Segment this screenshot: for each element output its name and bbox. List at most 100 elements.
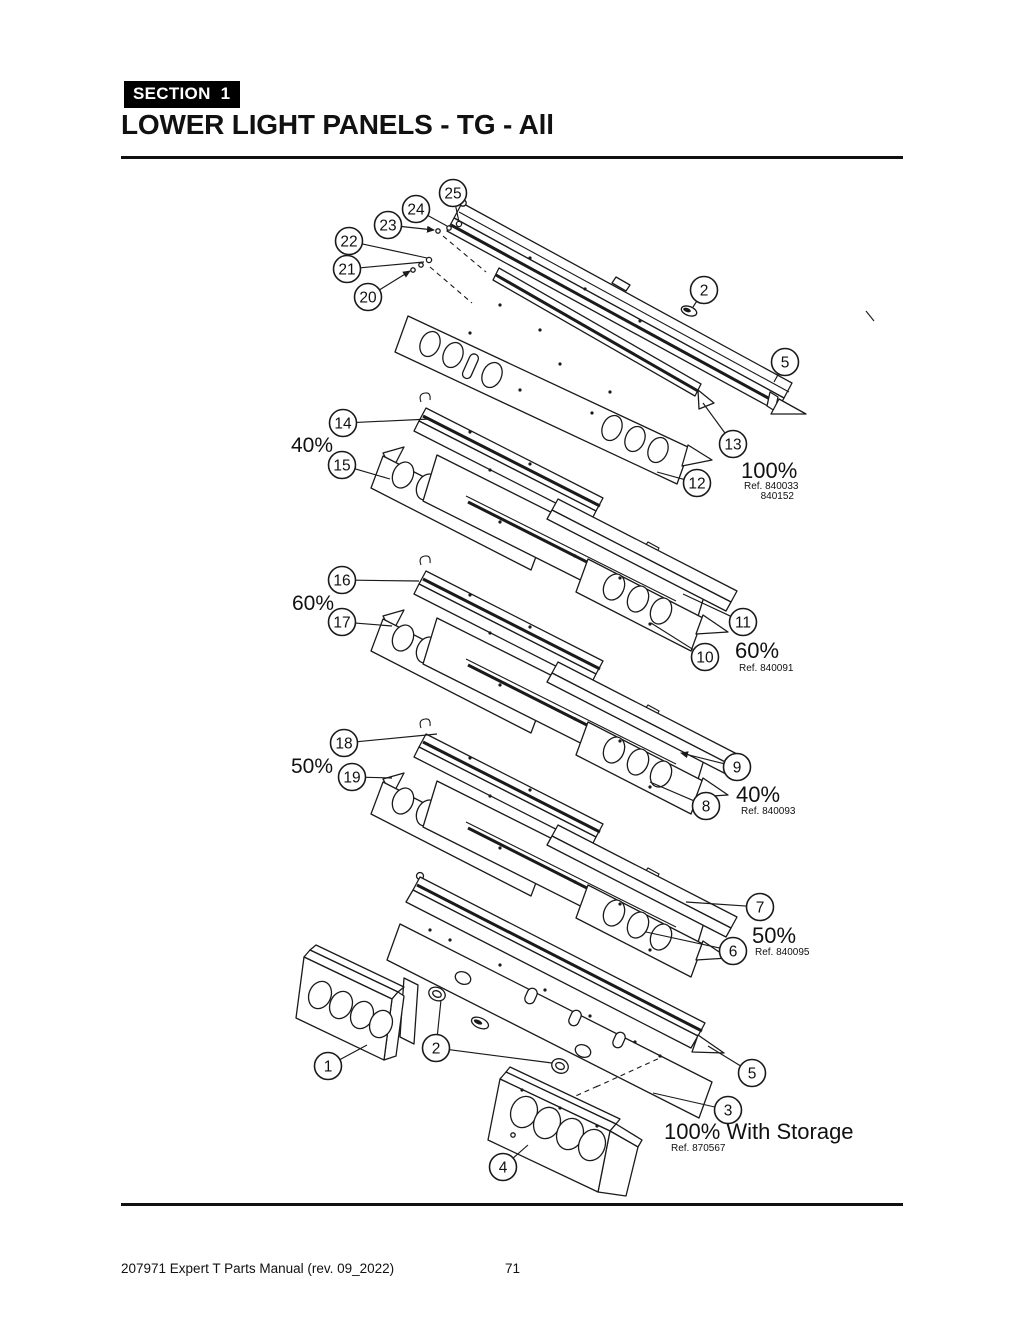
- diagram-label: 40%: [736, 782, 780, 807]
- callout-leader-line: [354, 468, 391, 480]
- callout-number: 4: [499, 1160, 508, 1177]
- callout-leader-line: [339, 1044, 368, 1061]
- callout-25: 25: [438, 178, 468, 223]
- callout-11: 11: [682, 593, 758, 637]
- diagram-label: 50%: [752, 923, 796, 948]
- callout-number: 10: [696, 650, 714, 667]
- footer-manual-info: 207971 Expert T Parts Manual (rev. 09_20…: [121, 1261, 395, 1276]
- callout-5: 5: [770, 347, 800, 383]
- callout-5: 5: [707, 1045, 767, 1088]
- callout-circle: [327, 565, 357, 595]
- diagram-label: Ref. 840093: [741, 806, 796, 817]
- footer-page-number: 71: [505, 1261, 521, 1276]
- callout-circle: [401, 194, 431, 224]
- callout-leader-line: [362, 243, 428, 259]
- footer-rule: [121, 1203, 903, 1206]
- callout-1: 1: [313, 1044, 368, 1081]
- callout-number: 21: [338, 262, 355, 279]
- callout-20: 20: [353, 270, 411, 312]
- callout-circle: [718, 429, 748, 459]
- callout-13: 13: [702, 402, 748, 459]
- callout-leader-line: [365, 776, 393, 779]
- callout-number: 15: [333, 458, 350, 475]
- callout-3: 3: [652, 1092, 743, 1125]
- callout-number: 5: [748, 1066, 757, 1083]
- callout-number: 2: [432, 1041, 441, 1058]
- section-badge: SECTION 1: [124, 81, 241, 108]
- callout-7: 7: [685, 892, 775, 922]
- callout-number: 23: [379, 218, 396, 235]
- callout-number: 6: [729, 944, 738, 961]
- callout-number: 8: [702, 799, 711, 816]
- diagram-label: Ref. 840033: [744, 481, 799, 492]
- callout-number: 25: [444, 186, 461, 203]
- callout-16: 16: [327, 565, 420, 595]
- callout-leader-line: [685, 901, 747, 907]
- callout-number: 3: [724, 1103, 733, 1120]
- diagram-label: Ref. 840095: [755, 947, 810, 958]
- callout-circle: [421, 1033, 451, 1063]
- callout-circle: [722, 752, 752, 782]
- callout-circle: [682, 468, 712, 498]
- callout-17: 17: [327, 607, 393, 637]
- callout-6: 6: [645, 931, 748, 966]
- callout-2: 2: [421, 999, 553, 1064]
- callout-leader-line: [707, 1045, 741, 1067]
- callout-number: 16: [333, 573, 350, 590]
- callout-circle: [332, 254, 362, 284]
- diagram-label: 100%: [741, 458, 797, 483]
- callout-leader-line: [652, 1092, 715, 1108]
- callout-number: 14: [334, 416, 352, 433]
- callout-leader-line: [357, 733, 438, 743]
- callout-number: 18: [335, 736, 352, 753]
- diagram-label: 100% With Storage: [664, 1119, 854, 1144]
- callout-15: 15: [327, 450, 391, 480]
- callout-leader-line: [455, 206, 460, 223]
- callout-number: 5: [781, 355, 790, 372]
- callout-12: 12: [656, 468, 712, 498]
- callout-circle: [713, 1095, 743, 1125]
- callout-circle: [373, 210, 403, 240]
- callout-leader-line: [355, 579, 420, 582]
- callout-number: 20: [359, 290, 377, 307]
- callout-number: 2: [700, 283, 709, 300]
- callout-leader-line: [360, 261, 425, 269]
- callout-circle: [689, 275, 719, 305]
- callout-circle: [691, 791, 721, 821]
- callout-number: 11: [735, 615, 751, 632]
- callout-leader-line: [649, 781, 694, 802]
- callout-circle: [770, 347, 800, 377]
- callout-leader-line: [401, 225, 435, 233]
- diagram-label: 840152: [761, 491, 795, 502]
- callout-circle: [737, 1058, 767, 1088]
- callout-leader-line: [680, 751, 725, 765]
- callout-number: 9: [733, 760, 742, 777]
- callout-circle: [718, 936, 748, 966]
- callout-leader-line: [436, 999, 442, 1035]
- callout-circle: [337, 762, 367, 792]
- callout-leader-line: [512, 1144, 529, 1159]
- callout-leader-line: [379, 270, 411, 291]
- callout-leader-line: [356, 418, 431, 423]
- callout-14: 14: [328, 408, 431, 438]
- diagram-label: 60%: [292, 592, 334, 615]
- callout-19: 19: [337, 762, 393, 792]
- callout-number: 19: [343, 770, 360, 787]
- assembly-bottom: [295, 871, 725, 1197]
- callout-leader-line: [355, 622, 393, 627]
- callout-leader-line: [656, 471, 685, 480]
- callout-circle: [488, 1152, 518, 1182]
- callout-circle: [327, 450, 357, 480]
- callout-8: 8: [649, 781, 721, 821]
- diagram-label: Ref. 870567: [671, 1143, 726, 1154]
- diagram-label: 60%: [735, 638, 779, 663]
- callout-leader-line: [427, 214, 448, 227]
- callout-circle: [327, 607, 357, 637]
- callout-circle: [313, 1051, 343, 1081]
- callout-10: 10: [650, 622, 720, 672]
- callout-leader-line: [650, 622, 694, 651]
- callout-circle: [728, 607, 758, 637]
- callout-9: 9: [680, 751, 752, 782]
